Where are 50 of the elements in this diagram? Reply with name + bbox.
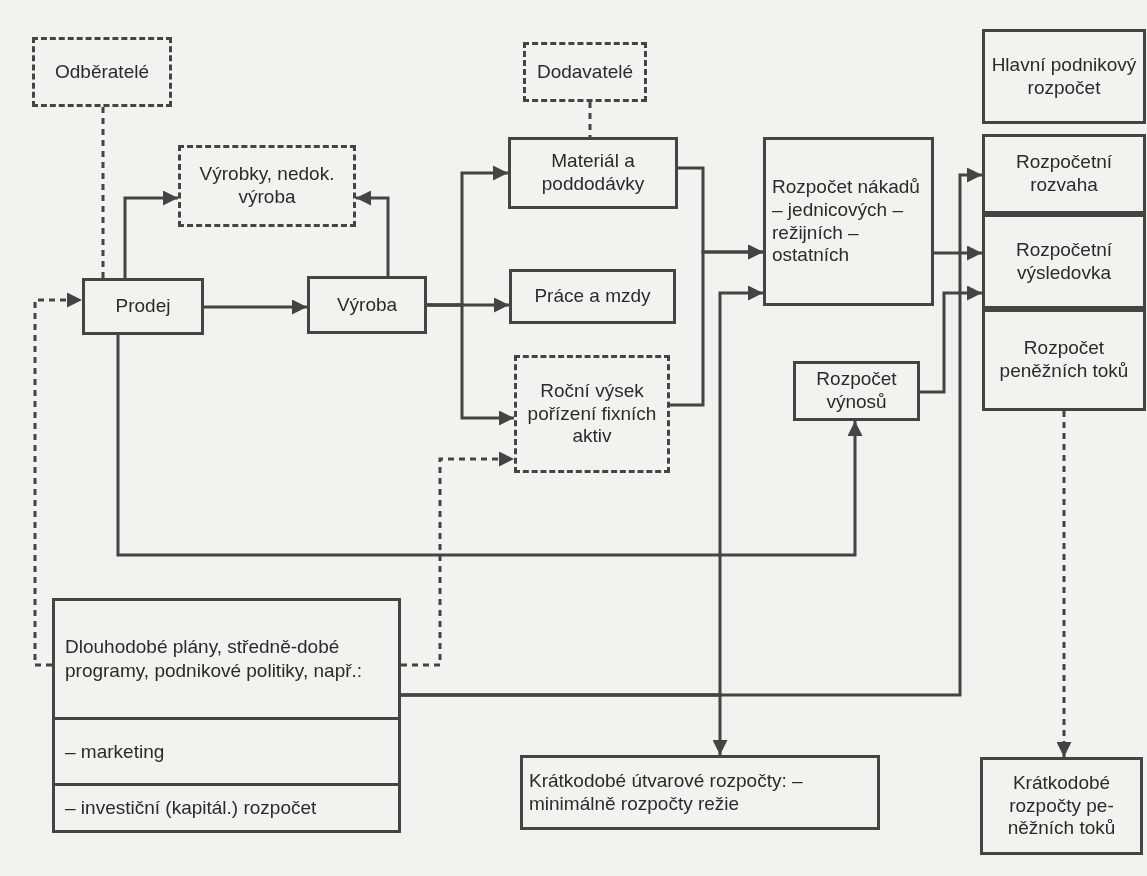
process-box (52, 598, 401, 833)
process-box (82, 278, 204, 335)
node-label: Odběratelé (54, 59, 150, 84)
node-label: Rozpočet nákadů – jednicových – režijních – ostatních (771, 174, 921, 268)
process-box (178, 145, 356, 227)
node-label: Hlavní podnikový rozpočet (990, 52, 1138, 100)
process-box (982, 214, 1146, 309)
node-label: – marketing (55, 716, 398, 784)
node-label: Prodej (114, 294, 172, 319)
arrow (116, 335, 863, 557)
process-box (514, 355, 670, 473)
node-label: Krátkodobé rozpočty pe-něžních toků (1006, 770, 1117, 841)
arrow (670, 244, 763, 407)
process-box (307, 276, 427, 334)
node-label: – investiční (kapitál.) rozpočet (55, 783, 398, 830)
process-box (520, 755, 880, 830)
node-label: Rozpočet peněžních toků (998, 336, 1130, 383)
process-box (508, 137, 678, 209)
node-label: Rozpočetní výsledovka (1014, 237, 1114, 285)
arrow (401, 693, 728, 755)
arrow (920, 285, 982, 394)
process-box (982, 309, 1146, 411)
arrow (427, 303, 514, 426)
process-box (32, 37, 172, 107)
arrow (356, 190, 390, 276)
node-label: Materiál a poddodávky (540, 149, 646, 196)
process-box (763, 137, 934, 306)
process-box (980, 757, 1143, 855)
arrow (123, 190, 178, 278)
process-box (509, 269, 676, 324)
arrow (33, 292, 82, 667)
arrow (934, 245, 982, 261)
process-box (982, 29, 1146, 124)
process-box (793, 361, 920, 421)
arrow (401, 451, 514, 667)
arrow (204, 299, 307, 315)
node-label: Dlouhodobé plány, středně-dobé programy, podnikové politiky, např.: (64, 635, 364, 683)
process-box (982, 134, 1146, 214)
node-label: Výrobky, nedok. výroba (198, 162, 336, 209)
process-box (523, 42, 647, 102)
node-label: Práce a mzdy (533, 284, 652, 309)
connector-line (588, 102, 592, 137)
node-label: Dodavatelé (535, 59, 635, 84)
node-label: Krátkodobé útvarové rozpočty: – minimálně rozpočty režie (528, 768, 804, 816)
node-label: Rozpočetní rozvaha (1014, 150, 1114, 197)
node-label: Roční výsek pořízení fixních aktiv (526, 378, 658, 449)
node-label: Výroba (335, 292, 399, 317)
arrow (1056, 411, 1072, 757)
connector-line (101, 107, 105, 278)
node-label: Rozpočet výnosů (815, 367, 898, 414)
